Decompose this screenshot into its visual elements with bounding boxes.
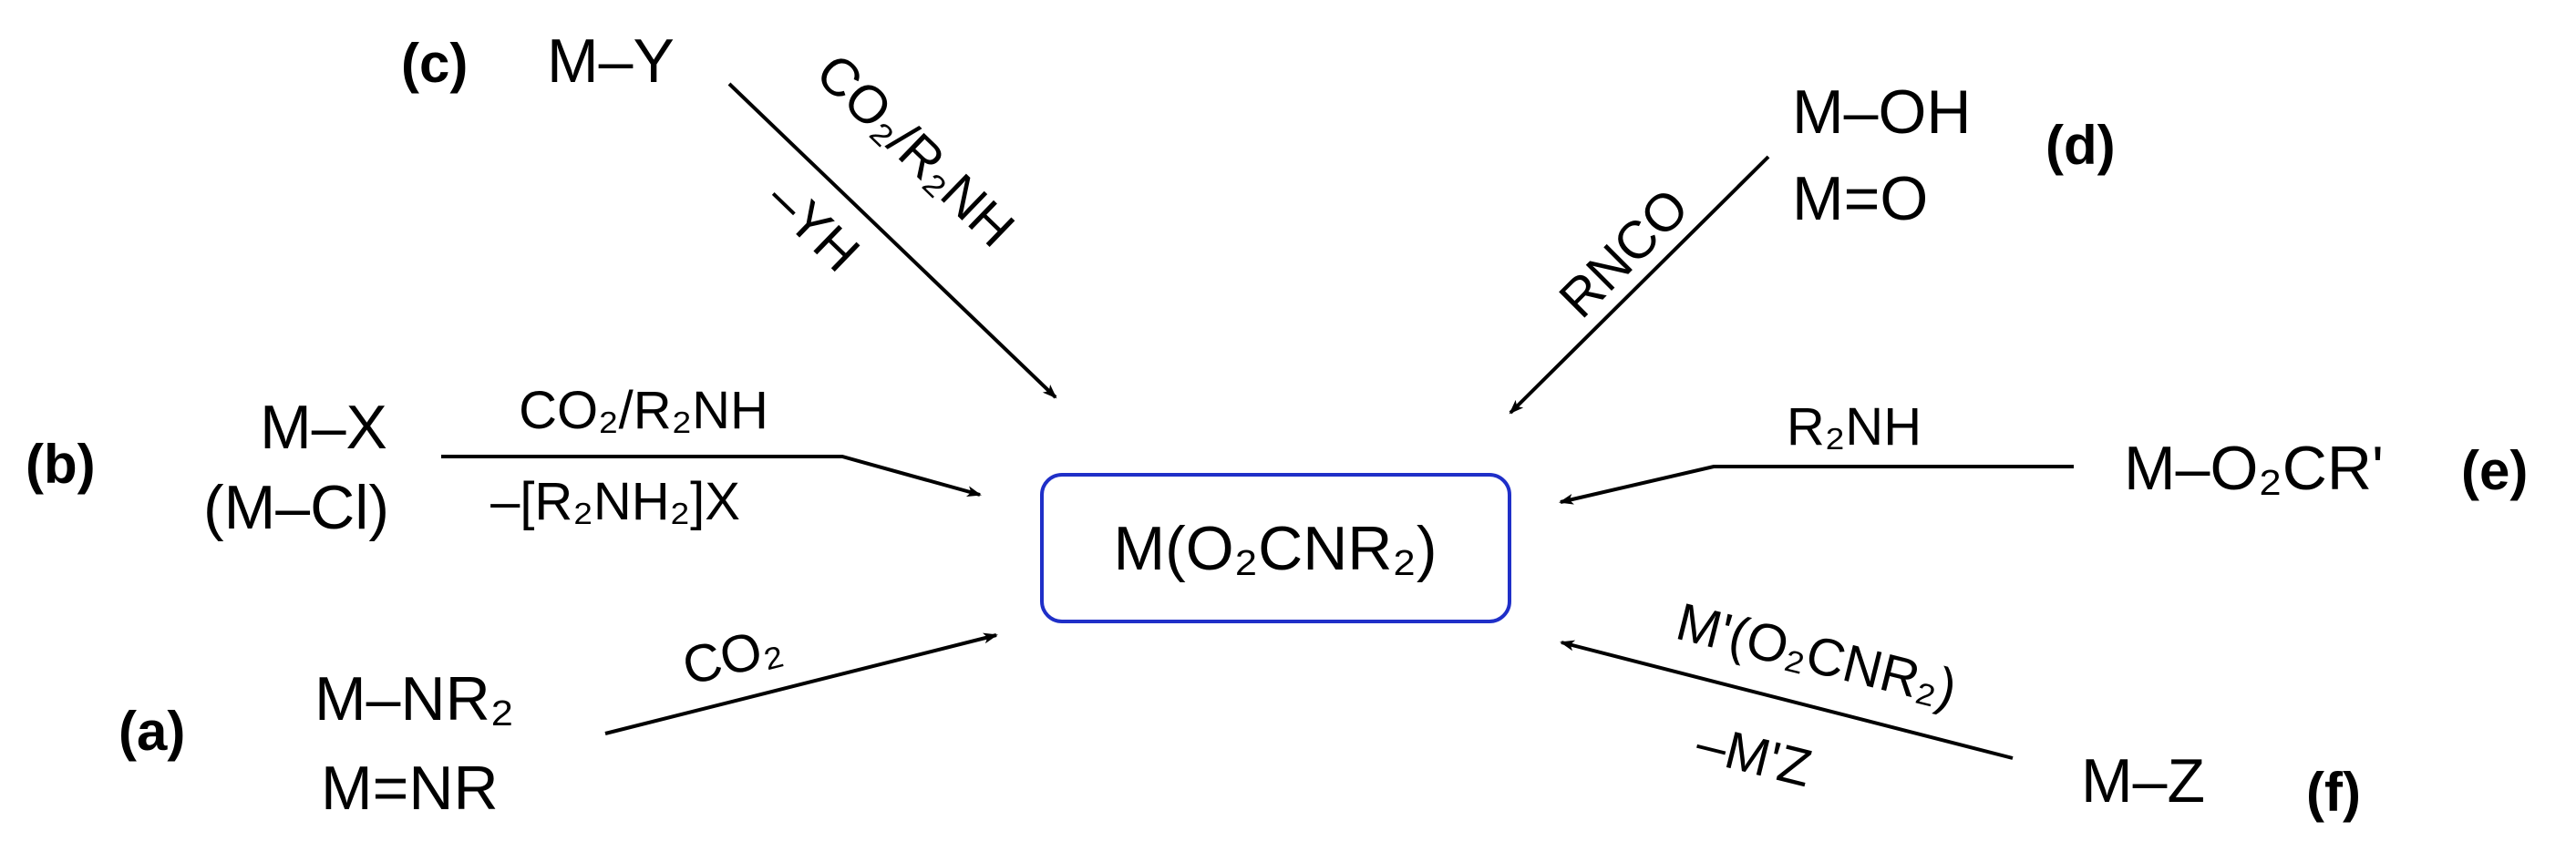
route-e: M–O₂CR' (e) R₂NH bbox=[1559, 397, 2528, 505]
route-d-reactant-line2: M=O bbox=[1792, 164, 1928, 233]
route-a-label: (a) bbox=[118, 701, 185, 762]
route-f-reactant: M–Z bbox=[2081, 746, 2205, 816]
route-b-reagent-bottom: –[R₂NH₂]X bbox=[490, 472, 740, 531]
product-node: M(O₂CNR₂) bbox=[1040, 473, 1511, 623]
product-formula: M(O₂CNR₂) bbox=[1114, 514, 1437, 583]
route-b: (b) M–X (M–Cl) CO₂/R₂NH –[R₂NH₂]X bbox=[26, 381, 982, 542]
route-b-reactant-line2: (M–Cl) bbox=[203, 473, 389, 542]
route-c-arrow bbox=[727, 82, 1057, 399]
route-d-label: (d) bbox=[2045, 115, 2116, 176]
route-d-reactant-line1: M–OH bbox=[1792, 77, 1971, 147]
route-f-reagent-bottom: –M'Z bbox=[1691, 713, 1818, 799]
route-a: (a) M–NR₂ M=NR CO₂ bbox=[118, 615, 998, 823]
route-a-reagent: CO₂ bbox=[676, 615, 788, 697]
route-d-reagent: RNCO bbox=[1548, 177, 1700, 329]
route-d: M–OH M=O (d) RNCO bbox=[1509, 77, 2116, 415]
route-b-arrow bbox=[441, 455, 982, 498]
route-b-reagent-top: CO₂/R₂NH bbox=[519, 381, 768, 440]
product-box bbox=[1040, 473, 1511, 623]
route-b-label: (b) bbox=[26, 434, 96, 495]
route-b-reactant-line1: M–X bbox=[260, 393, 387, 462]
route-c-label: (c) bbox=[401, 33, 468, 94]
route-f: M–Z (f) M'(O₂CNR₂) –M'Z bbox=[1560, 592, 2361, 823]
route-e-reactant: M–O₂CR' bbox=[2124, 434, 2384, 503]
route-c-reactant: M–Y bbox=[547, 26, 675, 96]
route-e-label: (e) bbox=[2461, 440, 2528, 501]
route-f-label: (f) bbox=[2306, 762, 2361, 823]
route-e-reagent: R₂NH bbox=[1787, 397, 1922, 457]
route-f-reagent-top: M'(O₂CNR₂) bbox=[1671, 592, 1963, 719]
route-a-reactant-line1: M–NR₂ bbox=[314, 664, 514, 734]
route-a-reactant-line2: M=NR bbox=[321, 754, 499, 823]
route-c-reagent-bottom: –YH bbox=[756, 169, 871, 283]
route-a-arrow bbox=[604, 632, 998, 735]
route-c: (c) M–Y CO₂/R₂NH –YH bbox=[401, 26, 1057, 399]
route-f-arrow bbox=[1560, 640, 2014, 760]
route-d-arrow bbox=[1509, 155, 1770, 415]
route-e-arrow bbox=[1559, 465, 2074, 505]
